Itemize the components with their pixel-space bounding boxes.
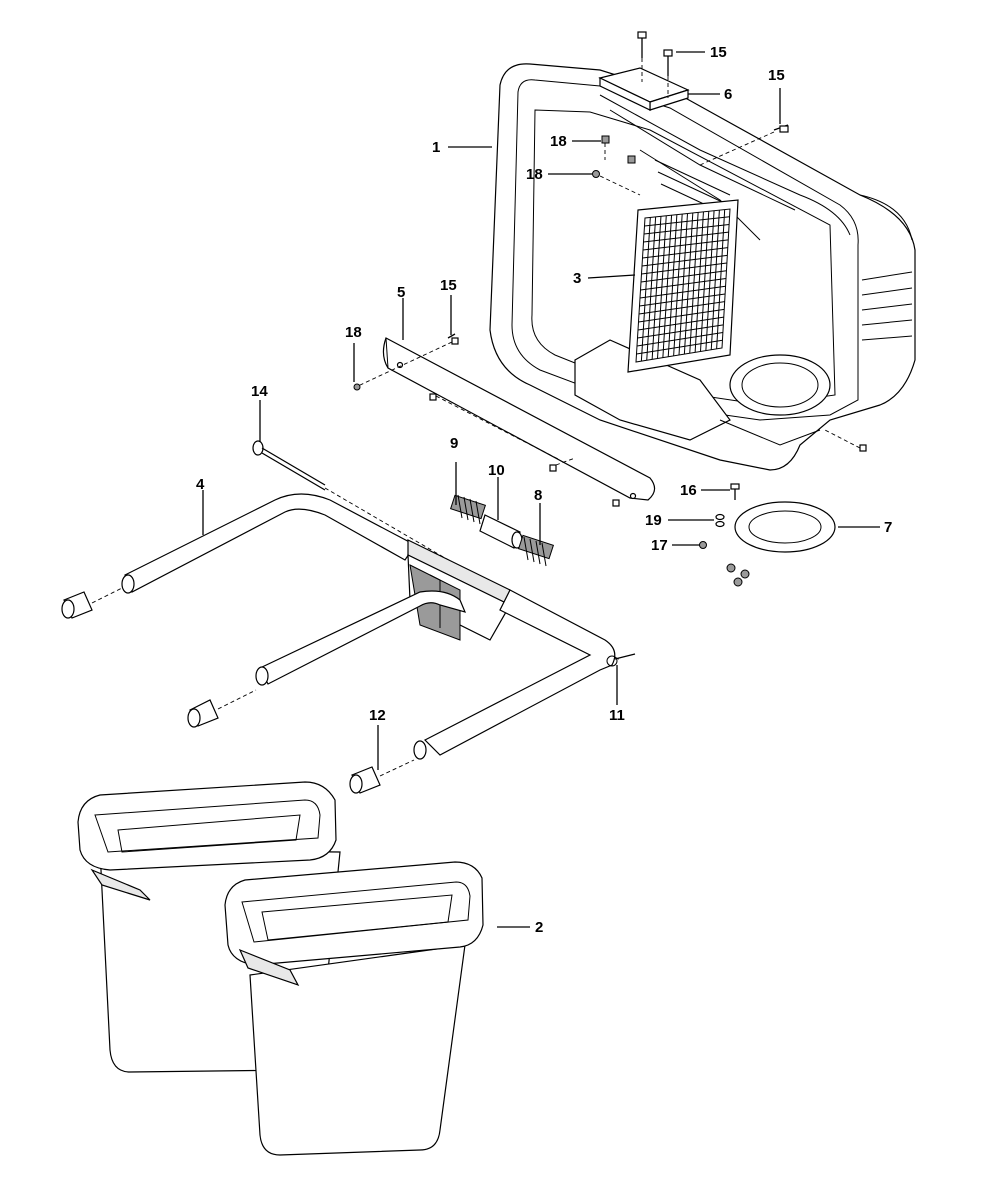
- grid-line: [638, 301, 725, 315]
- nut-18-upper: [592, 135, 641, 196]
- callout-10: 10: [488, 462, 505, 479]
- part-17-nut: [699, 541, 707, 549]
- small-hardware-cluster: [726, 563, 750, 587]
- callout-18-left: 18: [345, 324, 362, 341]
- callout-15-top: 15: [710, 44, 727, 61]
- grid-line: [640, 270, 727, 283]
- part-19-washer: [715, 513, 725, 528]
- callout-7: 7: [884, 519, 892, 536]
- part-6-bracket: [598, 67, 690, 111]
- grid-line: [636, 332, 723, 347]
- grid-line: [642, 247, 728, 259]
- part-11-clip-pin: [606, 653, 636, 667]
- part-4-frame: [121, 493, 616, 760]
- callout-12: 12: [369, 707, 386, 724]
- grid-line: [637, 324, 724, 339]
- callout-3: 3: [573, 270, 581, 287]
- grid-line: [643, 231, 729, 243]
- callout-15-mid: 15: [440, 277, 457, 294]
- part-10-sleeve: [479, 514, 523, 549]
- callout-8: 8: [534, 487, 542, 504]
- callout-19: 19: [645, 512, 662, 529]
- part-12-cap: [61, 587, 415, 794]
- leader-lines: [202, 51, 880, 928]
- grid-line: [636, 339, 723, 355]
- callout-labels: 1 2 3 4 5 6 7 8 9 10 11 12 14 15 15 15 1…: [196, 44, 892, 936]
- part-16-bolt: [730, 483, 740, 500]
- grid-line: [644, 216, 730, 227]
- grid-line: [639, 285, 726, 299]
- grid-line: [638, 308, 725, 323]
- callout-14: 14: [251, 383, 268, 400]
- callout-4: 4: [196, 476, 205, 493]
- callout-17: 17: [651, 537, 668, 554]
- callout-9: 9: [450, 435, 458, 452]
- grid-line: [642, 239, 729, 251]
- part-8-spring: [517, 534, 555, 567]
- grid-line: [639, 293, 726, 307]
- fasteners-5: [353, 333, 867, 507]
- part-9-spring: [449, 494, 487, 525]
- callout-16: 16: [680, 482, 697, 499]
- callout-1: 1: [432, 139, 440, 156]
- grid-line: [641, 254, 728, 267]
- bolt-15-top: [637, 31, 789, 166]
- callout-18-mid: 18: [526, 166, 543, 183]
- callout-11: 11: [609, 707, 625, 724]
- grid-line: [641, 262, 727, 275]
- grid-line: [637, 316, 724, 331]
- grid-line: [643, 223, 730, 235]
- grid-line: [640, 278, 727, 291]
- part-3-grid-screen: [627, 199, 739, 373]
- callout-2: 2: [535, 919, 543, 936]
- callout-15-right: 15: [768, 67, 785, 84]
- callout-6: 6: [724, 86, 732, 103]
- callout-18-top: 18: [550, 133, 567, 150]
- callout-5: 5: [397, 284, 405, 301]
- part-2-bin-front: [224, 861, 484, 1156]
- part-7-ring: [734, 501, 836, 553]
